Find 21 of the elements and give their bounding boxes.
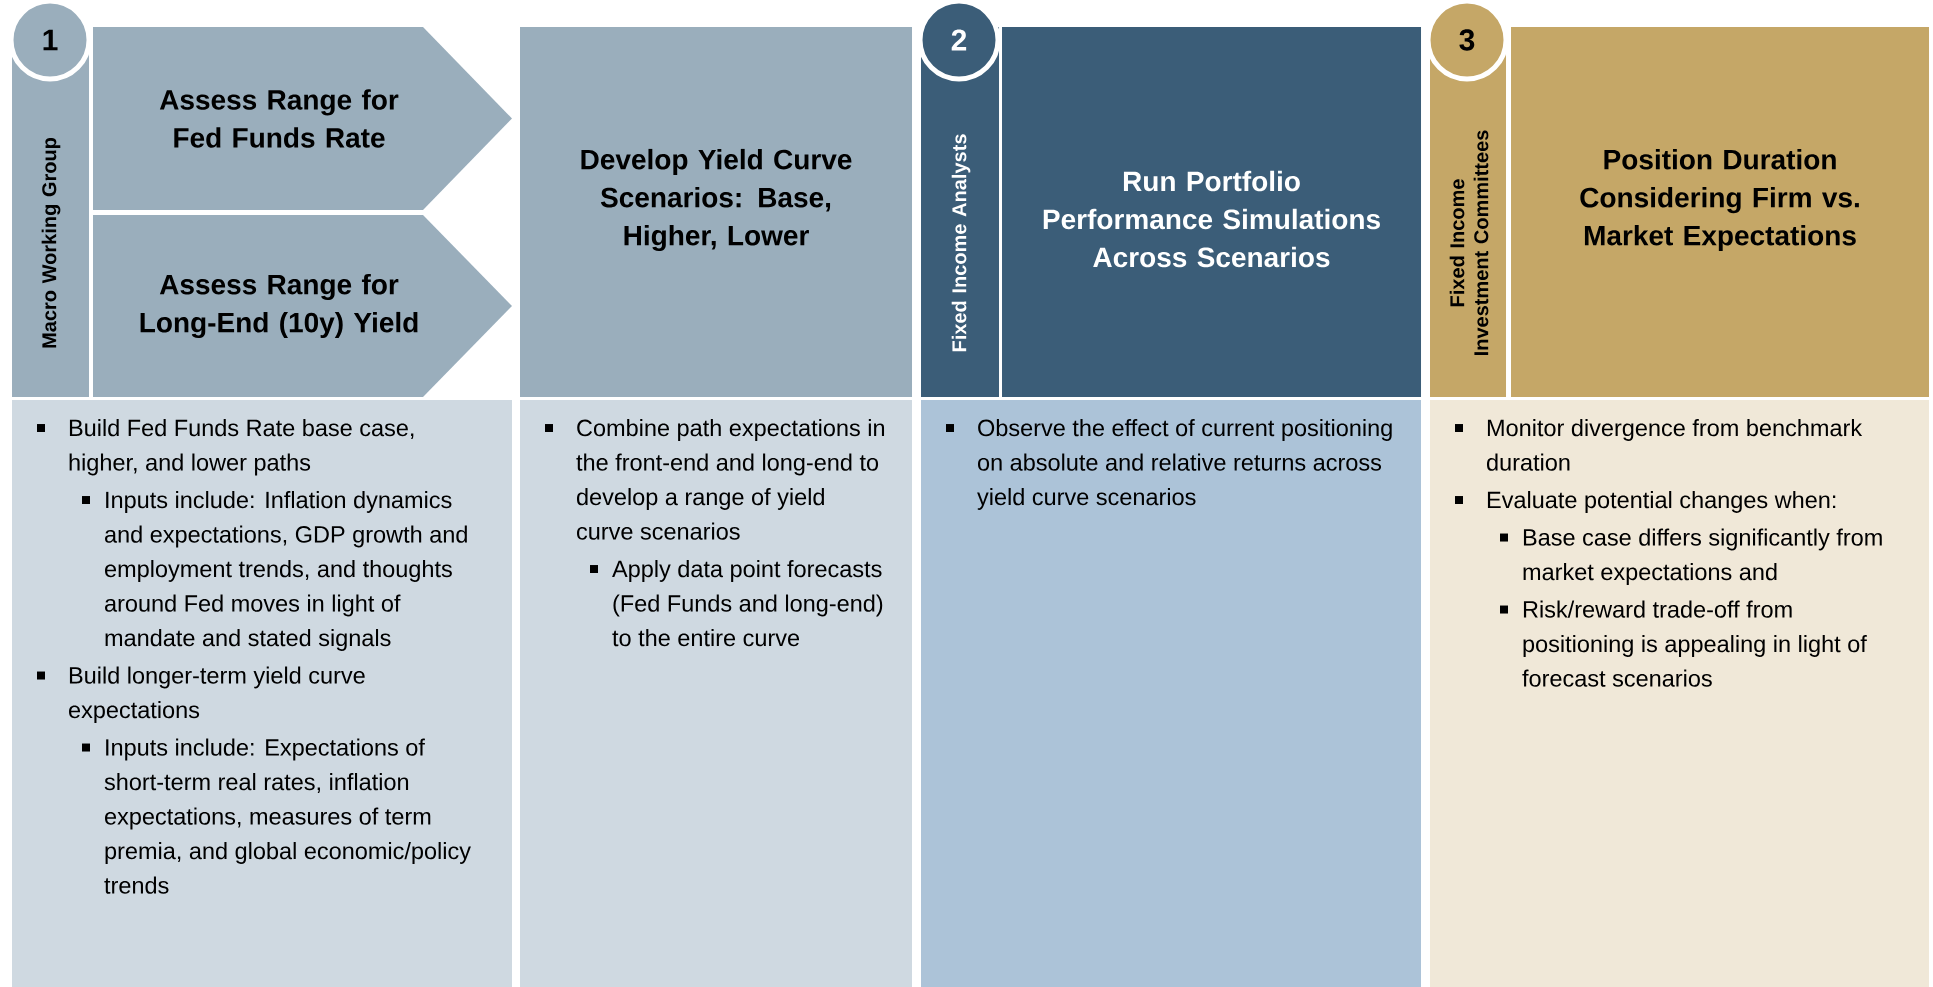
bullet-item: Inputs include: Expectations of short-term real rates, inflation expectations, measures of term premia, and global economic/policy trends xyxy=(82,738,471,894)
step-box: Develop Yield Curve Scenarios: Base, Higher, Lower xyxy=(520,27,912,397)
bullet-item: Build Fed Funds Rate base case, higher, and lower paths xyxy=(37,419,414,476)
bullet-item: Observe the effect of current positioning on absolute and relative returns across yield curve scenarios xyxy=(946,419,1392,510)
bullet-item: Evaluate potential changes when: xyxy=(1455,491,1836,513)
bullet-item: Build longer-term yield curve expectations xyxy=(37,666,365,723)
bullet-item: Monitor divergence from benchmark duration xyxy=(1455,419,1863,471)
bullet-panel xyxy=(1430,400,1929,987)
bullet-panel xyxy=(520,400,912,987)
bullet-item: Apply data point forecasts (Fed Funds and long-end) to the entire curve xyxy=(590,560,883,647)
bullet-item: Risk/reward trade-off from positioning is appealing in light of forecast scenarios xyxy=(1500,600,1867,687)
bullet-item: Base case differs significantly from market expectations and xyxy=(1500,528,1882,585)
node-label: Macro Working Group xyxy=(41,137,61,348)
bullet-item: Inputs include: Inflation dynamics and expectations, GDP growth and employment trends, and thoughts around Fed moves in light of mandate and stated signals xyxy=(82,491,467,651)
bullet-panel xyxy=(12,400,512,987)
step-box: Run Portfolio Performance Simulations Across Scenarios xyxy=(1002,27,1421,397)
node-label: Fixed Income Analysts xyxy=(951,134,971,352)
bullet-item: Combine path expectations in the front-end and long-end to develop a range of yield curve scenarios xyxy=(545,419,885,540)
bullet-panel xyxy=(921,400,1421,987)
step-box: Position Duration Considering Firm vs. Market Expectations xyxy=(1511,27,1929,397)
node-label: Fixed Income Investment Committees xyxy=(1449,130,1489,356)
